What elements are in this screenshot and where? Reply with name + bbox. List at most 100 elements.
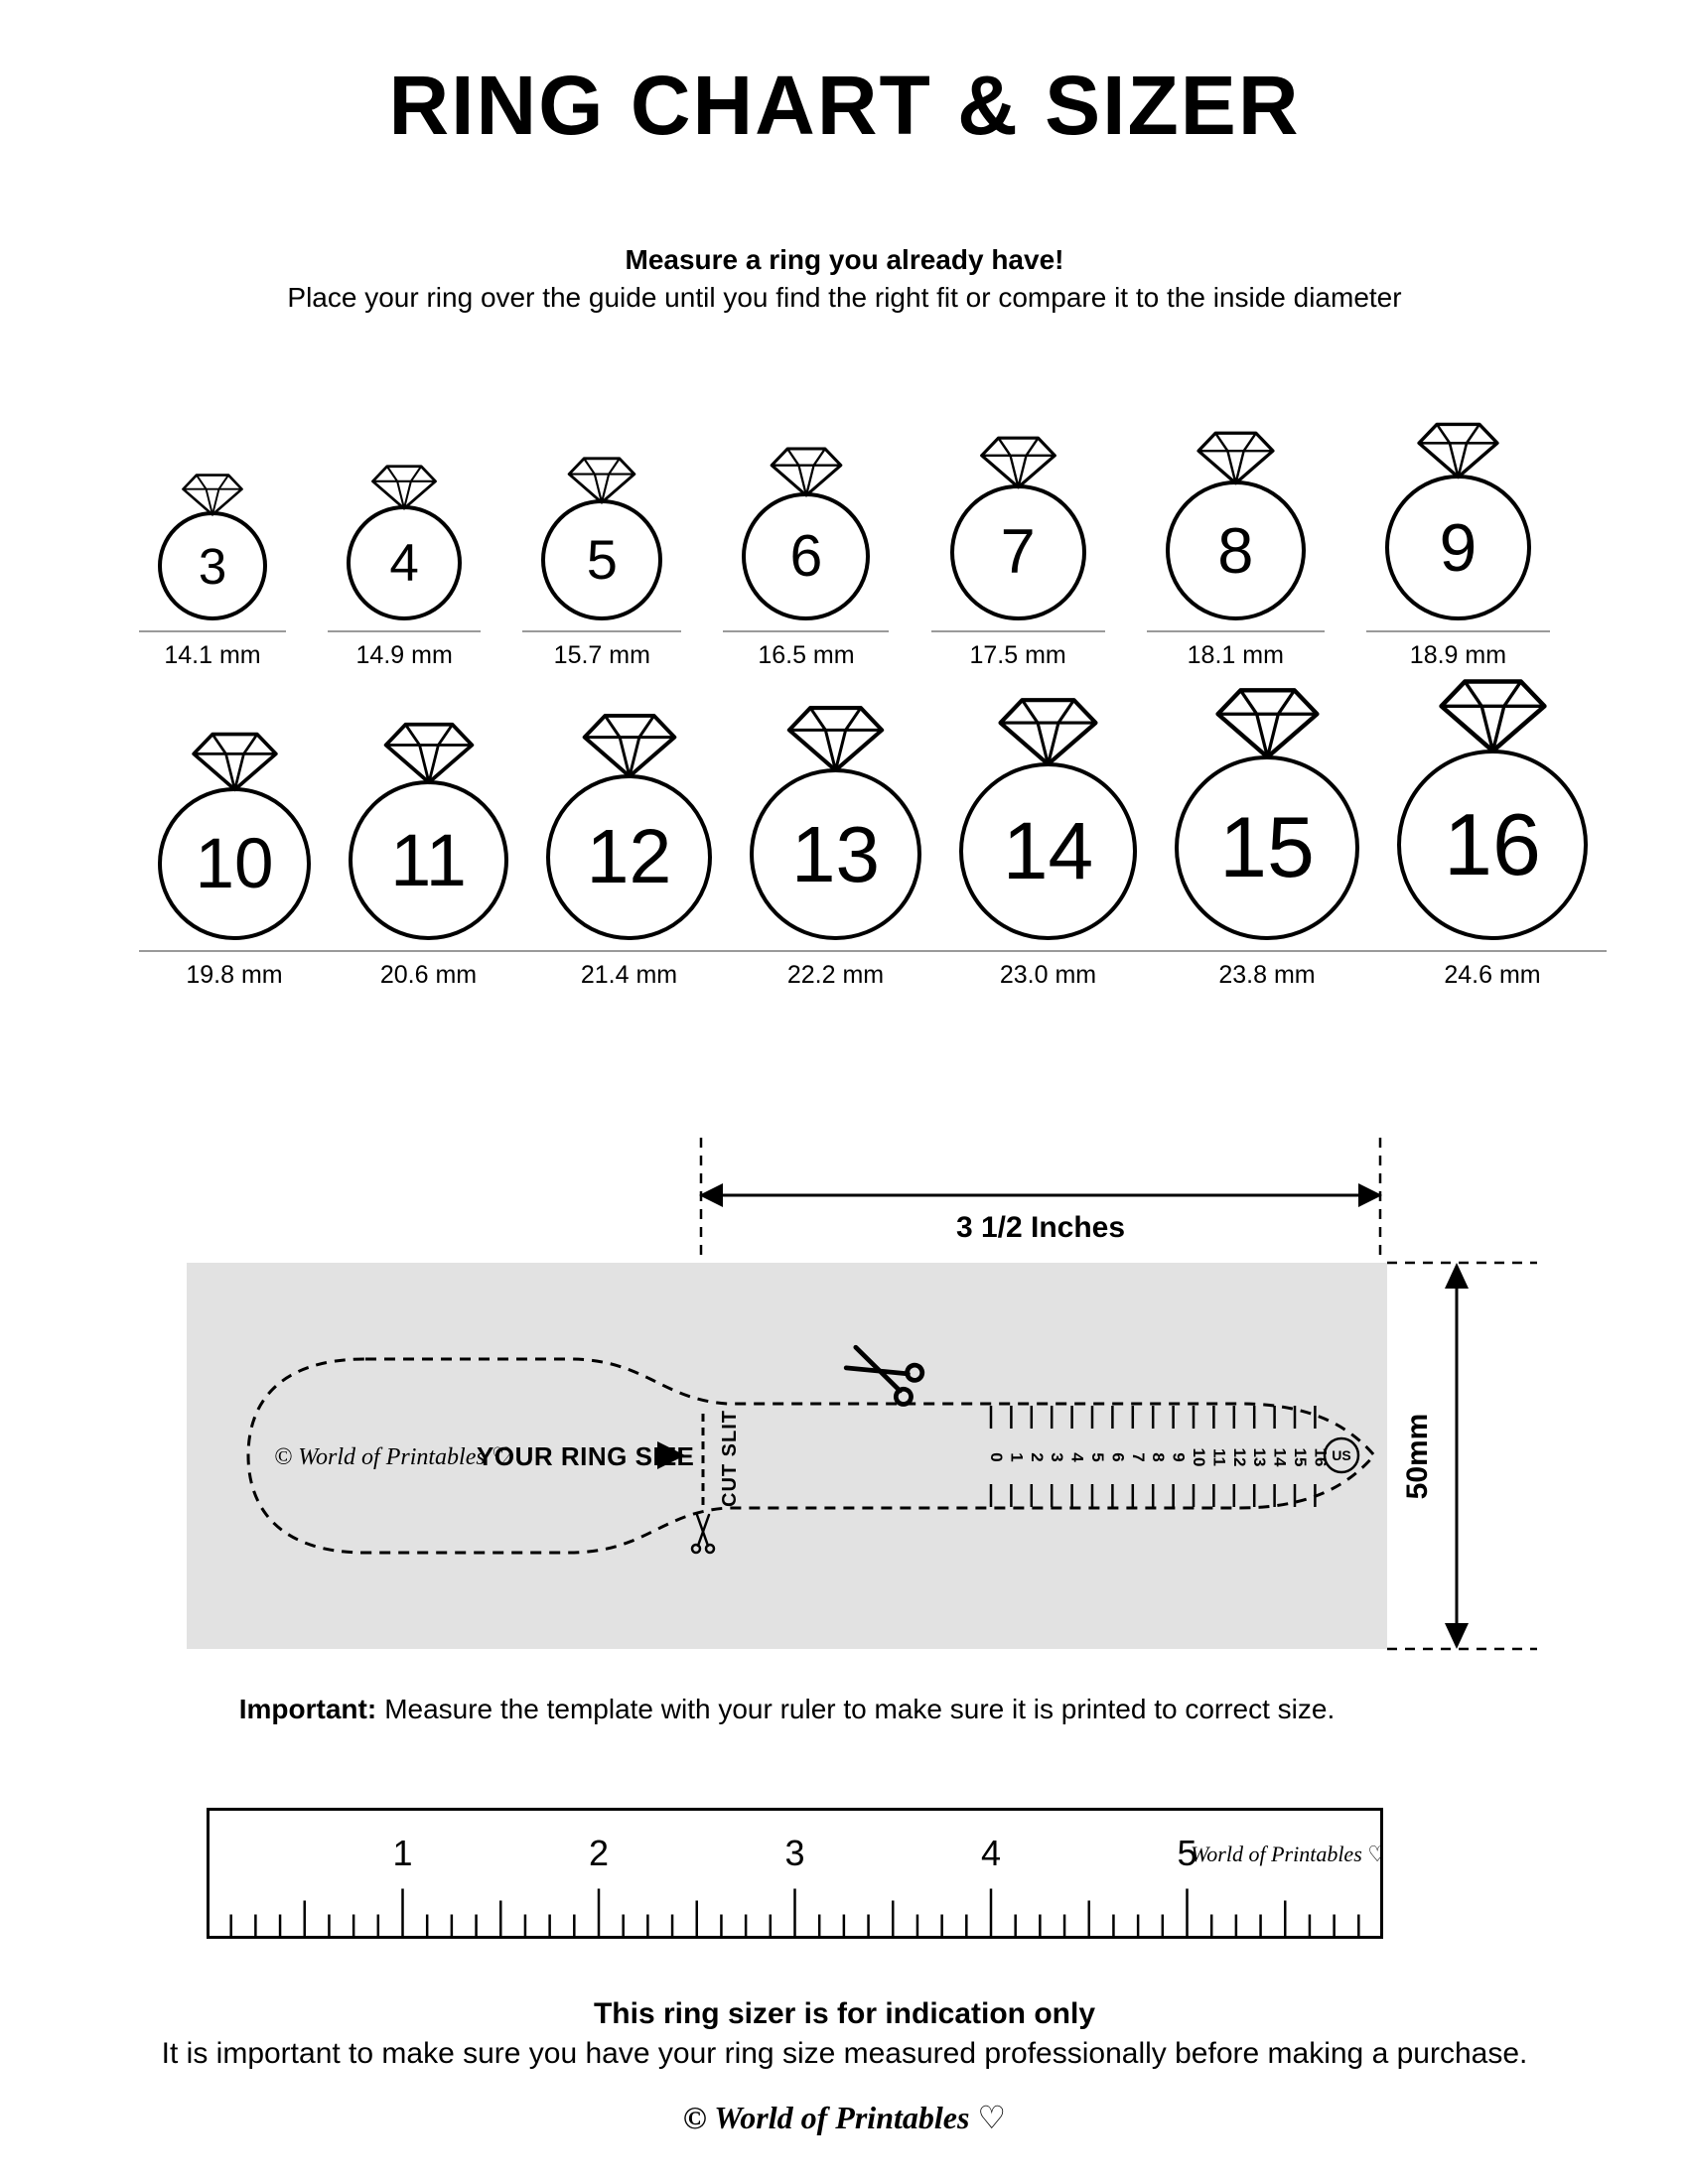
- ring-illustration: 5: [541, 456, 663, 620]
- sizer-tick-number: 9: [1170, 1452, 1189, 1461]
- ring-circle: 15: [1175, 755, 1359, 940]
- ring-diameter-label: 20.6 mm: [379, 961, 478, 989]
- ring-size-number: 4: [389, 533, 419, 593]
- ruler-number: 5: [1177, 1833, 1196, 1873]
- ring-size-number: 6: [789, 523, 823, 589]
- ring-size-number: 8: [1217, 514, 1254, 587]
- ruler-number: 4: [981, 1833, 1001, 1873]
- ring-diameter-label: 17.5 mm: [969, 641, 1066, 669]
- ruler-number: 2: [589, 1833, 609, 1873]
- brand-logo: © World of Printables ♡: [682, 2100, 1007, 2135]
- ring-underline: [330, 950, 527, 952]
- ring-size-number: 16: [1444, 795, 1541, 893]
- sizer-background: [187, 1263, 1387, 1649]
- ring-size-item: 5 15.7 mm: [522, 456, 682, 670]
- diamond-icon: [1438, 679, 1547, 753]
- ruler-number: 3: [784, 1833, 804, 1873]
- us-label: US: [1332, 1447, 1350, 1463]
- ring-illustration: 3: [158, 473, 267, 620]
- sizer-tick-number: 13: [1250, 1448, 1269, 1467]
- ring-diameter-label: 23.8 mm: [1218, 961, 1316, 989]
- ring-underline: [1156, 950, 1378, 952]
- diamond-icon: [998, 698, 1098, 766]
- ring-sizer-figure: 3 1/2 Inches 50mm © World of Printables …: [187, 1138, 1537, 1651]
- important-label: Important:: [238, 1694, 377, 1724]
- ring-underline: [1365, 630, 1550, 632]
- sizer-cut-outline: [246, 1357, 1376, 1555]
- ring-diameter-label: 23.0 mm: [999, 961, 1097, 989]
- sizer-tick-number: 0: [987, 1452, 1006, 1461]
- ring-size-number: 3: [198, 537, 227, 595]
- ring-illustration: 12: [546, 712, 712, 940]
- sizer-tick-number: 4: [1068, 1452, 1087, 1462]
- width-label: 3 1/2 Inches: [956, 1211, 1125, 1244]
- ring-circle: 14: [959, 762, 1137, 940]
- ring-illustration: 7: [949, 435, 1086, 620]
- ring-diameter-label: 21.4 mm: [580, 961, 678, 989]
- sizer-tick-number: 15: [1291, 1448, 1310, 1467]
- instruction-text: Place your ring over the guide until you…: [287, 282, 1402, 313]
- ring-size-number: 7: [1000, 517, 1036, 587]
- ring-size-row-2: 10 19.8 mm 11 20.6 mm: [139, 677, 1607, 990]
- ring-underline: [328, 630, 482, 632]
- ring-illustration: 14: [959, 696, 1137, 940]
- sizer-tick-marks: [989, 1406, 1317, 1507]
- ring-circle: 6: [742, 492, 871, 620]
- diamond-icon: [383, 722, 474, 785]
- ring-illustration: 11: [349, 721, 508, 940]
- diamond-icon: [568, 457, 636, 504]
- ring-illustration: 9: [1384, 421, 1531, 620]
- arrow-down-icon: [1445, 1623, 1469, 1649]
- height-label: 50mm: [1401, 1414, 1434, 1500]
- scissors-icon: [843, 1344, 925, 1407]
- ring-circle: 7: [949, 484, 1086, 620]
- ring-circle: 4: [347, 505, 463, 620]
- ruler-number: 1: [392, 1833, 412, 1873]
- ring-size-number: 12: [586, 814, 672, 899]
- page-title: RING CHART & SIZER: [388, 59, 1301, 152]
- sizer-tick-number: 3: [1048, 1452, 1066, 1461]
- diamond-icon: [1196, 431, 1275, 485]
- sizer-tick-number: 5: [1088, 1452, 1107, 1461]
- ring-diameter-label: 18.9 mm: [1409, 641, 1507, 669]
- ring-diameter-label: 15.7 mm: [553, 641, 650, 669]
- ring-size-number: 14: [1002, 805, 1094, 896]
- arrow-right-icon: [657, 1441, 685, 1469]
- ring-underline: [723, 630, 890, 632]
- ring-size-number: 10: [195, 824, 274, 903]
- ring-size-number: 9: [1439, 509, 1478, 586]
- ruler-tick-marks: [229, 1888, 1360, 1937]
- ring-illustration: 4: [347, 464, 463, 620]
- ring-underline: [1146, 630, 1325, 632]
- ring-diameter-label: 22.2 mm: [786, 961, 885, 989]
- diamond-icon: [182, 474, 243, 516]
- sizer-brand: © World of Printables ♡: [274, 1444, 512, 1470]
- diamond-icon: [1214, 688, 1320, 759]
- footer-note: It is important to make sure you have yo…: [161, 2037, 1528, 2070]
- ring-size-item: 13 22.2 mm: [731, 704, 940, 990]
- ring-circle: 8: [1165, 480, 1306, 620]
- ring-diameter-label: 16.5 mm: [758, 641, 855, 669]
- ring-size-number: 5: [586, 528, 618, 591]
- sizer-tick-number: 11: [1209, 1448, 1228, 1466]
- ring-size-item: 14 23.0 mm: [940, 696, 1156, 990]
- ruler-numbers: 1 2 3 4 5: [392, 1833, 1196, 1873]
- arrow-right-icon: [1358, 1183, 1382, 1207]
- ring-illustration: 6: [742, 446, 871, 620]
- ring-size-row-1: 3 14.1 mm 4 14.9 mm: [139, 421, 1550, 670]
- sizer-tick-number: 12: [1230, 1448, 1249, 1467]
- ring-underline: [139, 950, 330, 952]
- ring-circle: 10: [158, 787, 311, 940]
- ring-diameter-label: 14.1 mm: [164, 641, 261, 669]
- ring-diameter-label: 19.8 mm: [186, 961, 283, 989]
- important-note: Important:Measure the template with your…: [187, 1694, 1387, 1725]
- ring-size-item: 12 21.4 mm: [527, 712, 731, 990]
- sizer-template: © World of Printables ♡ YOUR RING SIZE C…: [246, 1344, 1376, 1555]
- sizer-tick-number: 2: [1028, 1452, 1047, 1461]
- ring-size-item: 4 14.9 mm: [328, 464, 482, 670]
- ruler-brand: World of Printables ♡: [1191, 1842, 1383, 1866]
- diamond-icon: [371, 465, 438, 510]
- diamond-icon: [1417, 422, 1499, 479]
- subtitle: Measure a ring you already have!: [625, 244, 1064, 275]
